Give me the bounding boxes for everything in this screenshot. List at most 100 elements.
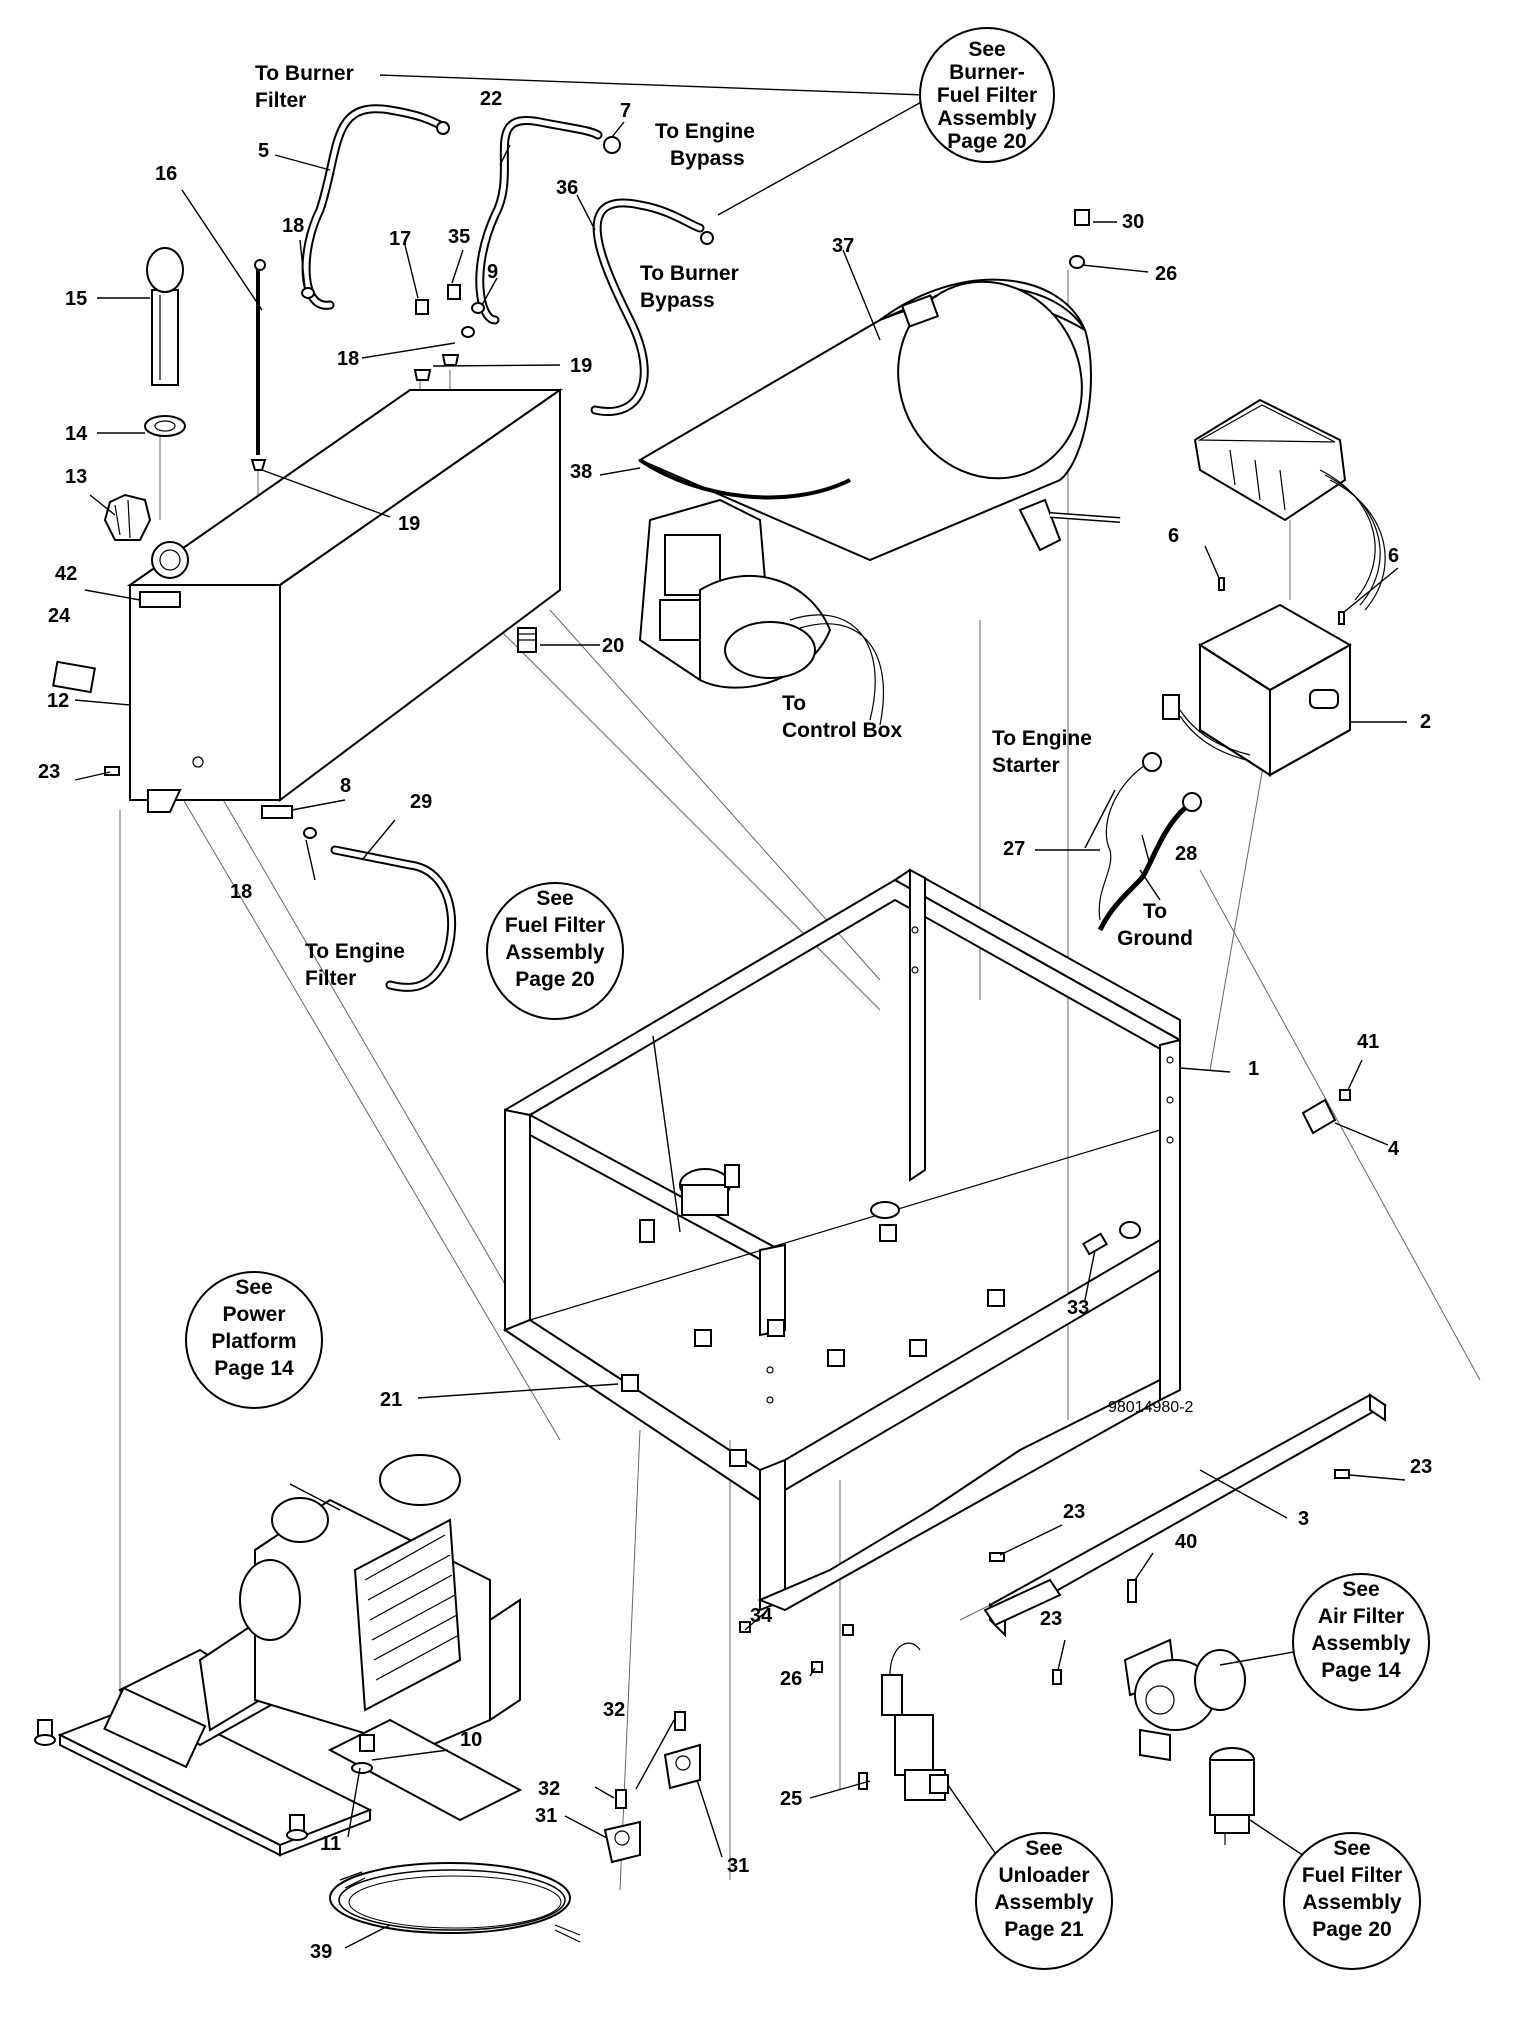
bubble-line: Assembly: [937, 107, 1037, 130]
callout-6: 6: [1168, 525, 1179, 547]
callout-32: 32: [538, 1778, 560, 1800]
callout-31: 31: [535, 1805, 557, 1827]
bubble-line: Page 20: [1312, 1918, 1391, 1941]
label-to-control-box-2: Control Box: [782, 719, 902, 742]
bubble-unloader: [975, 1832, 1113, 1970]
hose-to-engine-filter: [330, 845, 456, 992]
callout-27: 27: [1003, 838, 1025, 860]
bubble-burner-fuel-filter: [919, 27, 1055, 163]
hose-clamps: [603, 1711, 701, 1864]
callout-10: 10: [460, 1729, 482, 1751]
bubble-fuel-filter-top-text: See Fuel Filter Assembly Page 20: [505, 887, 605, 991]
tank-label-plate: [139, 591, 181, 608]
fuel-filter-bottom: [1209, 1747, 1255, 1845]
callout-38: 38: [570, 461, 592, 483]
label-to-engine-filter-1: To Engine: [305, 940, 405, 963]
callout-41: 41: [1357, 1031, 1379, 1053]
hose-to-engine-bypass: [475, 116, 603, 325]
bubble-air-filter-text: See Air Filter Assembly Page 14: [1311, 1578, 1411, 1682]
callout-19: 19: [398, 513, 420, 535]
callout-1: 1: [1248, 1058, 1259, 1080]
label-to-burner-filter-2: Filter: [255, 89, 306, 112]
reference-bubbles: [185, 27, 1430, 1970]
bubble-line: Assembly: [1302, 1891, 1402, 1914]
diesel-decal: [52, 660, 96, 694]
label-to-burner-filter-1: To Burner: [255, 62, 354, 85]
bubble-power-platform: [185, 1271, 323, 1409]
label-to-burner-bypass-1: To Burner: [640, 262, 739, 285]
bubble-air-filter: [1292, 1573, 1430, 1711]
fuel-pickup-rod: [250, 259, 267, 471]
label-to-control-box-1: To: [782, 692, 806, 715]
callout-18: 18: [337, 348, 359, 370]
unloader-assembly: [881, 1642, 949, 1801]
label-to-engine-starter-1: To Engine: [992, 727, 1092, 750]
bracket: [983, 1578, 1137, 1627]
bubble-burner-fuel-filter-text: See Burner- Fuel Filter Assembly Page 20: [937, 38, 1037, 153]
callout-2: 2: [1420, 711, 1431, 733]
bubble-line: See: [536, 887, 573, 910]
callout-16: 16: [155, 163, 177, 185]
callout-6: 6: [1388, 545, 1399, 567]
callout-40: 40: [1175, 1531, 1197, 1553]
callout-26: 26: [1155, 263, 1177, 285]
callout-28: 28: [1175, 843, 1197, 865]
label-to-engine-filter-2: Filter: [305, 967, 356, 990]
bubble-line: See: [1342, 1578, 1379, 1601]
callout-30: 30: [1122, 211, 1144, 233]
callout-31: 31: [727, 1855, 749, 1877]
bubble-line: Fuel Filter: [1302, 1864, 1402, 1887]
bubble-line: Power: [222, 1303, 285, 1326]
label-to-engine-bypass-1: To Engine: [655, 120, 755, 143]
destination-labels: To Burner Filter To Engine Bypass To Bur…: [255, 62, 1193, 990]
callout-35: 35: [448, 226, 470, 248]
bubble-line: See: [968, 38, 1005, 61]
callout-26: 26: [780, 1668, 802, 1690]
tank-filler-neck: [151, 541, 189, 579]
callout-17: 17: [389, 228, 411, 250]
bubble-line: Page 14: [1321, 1659, 1401, 1682]
callout-11: 11: [320, 1833, 341, 1855]
callout-15: 15: [65, 288, 87, 310]
callout-14: 14: [65, 423, 88, 445]
bubble-line: Page 21: [1004, 1918, 1084, 1941]
callout-19: 19: [570, 355, 592, 377]
callout-42: 42: [55, 563, 77, 585]
bubble-line: Fuel Filter: [505, 914, 605, 937]
label-to-engine-bypass-2: Bypass: [670, 147, 745, 170]
callout-12: 12: [47, 690, 69, 712]
bubble-line: Assembly: [505, 941, 605, 964]
bubble-fuel-filter-bottom-text: See Fuel Filter Assembly Page 20: [1302, 1837, 1402, 1941]
bubble-unloader-text: See Unloader Assembly Page 21: [994, 1837, 1094, 1941]
label-to-engine-starter-2: Starter: [992, 754, 1060, 777]
callout-24: 24: [48, 605, 71, 627]
bubble-line: See: [1333, 1837, 1370, 1860]
fittings: [261, 121, 1090, 839]
callout-5: 5: [258, 140, 269, 162]
callout-23: 23: [1063, 1501, 1085, 1523]
bubble-line: Page 20: [515, 968, 594, 991]
fuel-tank: [126, 388, 564, 813]
callout-18: 18: [230, 881, 252, 903]
callout-7: 7: [620, 100, 631, 122]
bubble-line: Platform: [211, 1330, 296, 1353]
callout-4: 4: [1388, 1138, 1400, 1160]
bubble-line: Air Filter: [1318, 1605, 1404, 1628]
bubble-line: Burner-: [949, 61, 1025, 84]
callout-numbers: 1 2 3 4 5 6 6 7 8 9 10 11 12 13 14 15 16…: [38, 88, 1432, 1963]
callout-21: 21: [380, 1389, 402, 1411]
bubble-fuel-filter-top: [486, 882, 624, 1020]
callout-23: 23: [1410, 1456, 1432, 1478]
bubble-line: Assembly: [1311, 1632, 1411, 1655]
bubble-line: Fuel Filter: [937, 84, 1037, 107]
burner-assembly: [637, 278, 1121, 726]
callout-39: 39: [310, 1941, 332, 1963]
wire-harness: [329, 1862, 581, 1943]
callout-22: 22: [480, 88, 502, 110]
bubble-line: Page 20: [947, 130, 1026, 153]
bubble-power-platform-text: See Power Platform Page 14: [211, 1276, 296, 1380]
label-to-ground-1: To: [1143, 900, 1167, 923]
control-box-relay: [1193, 398, 1386, 625]
